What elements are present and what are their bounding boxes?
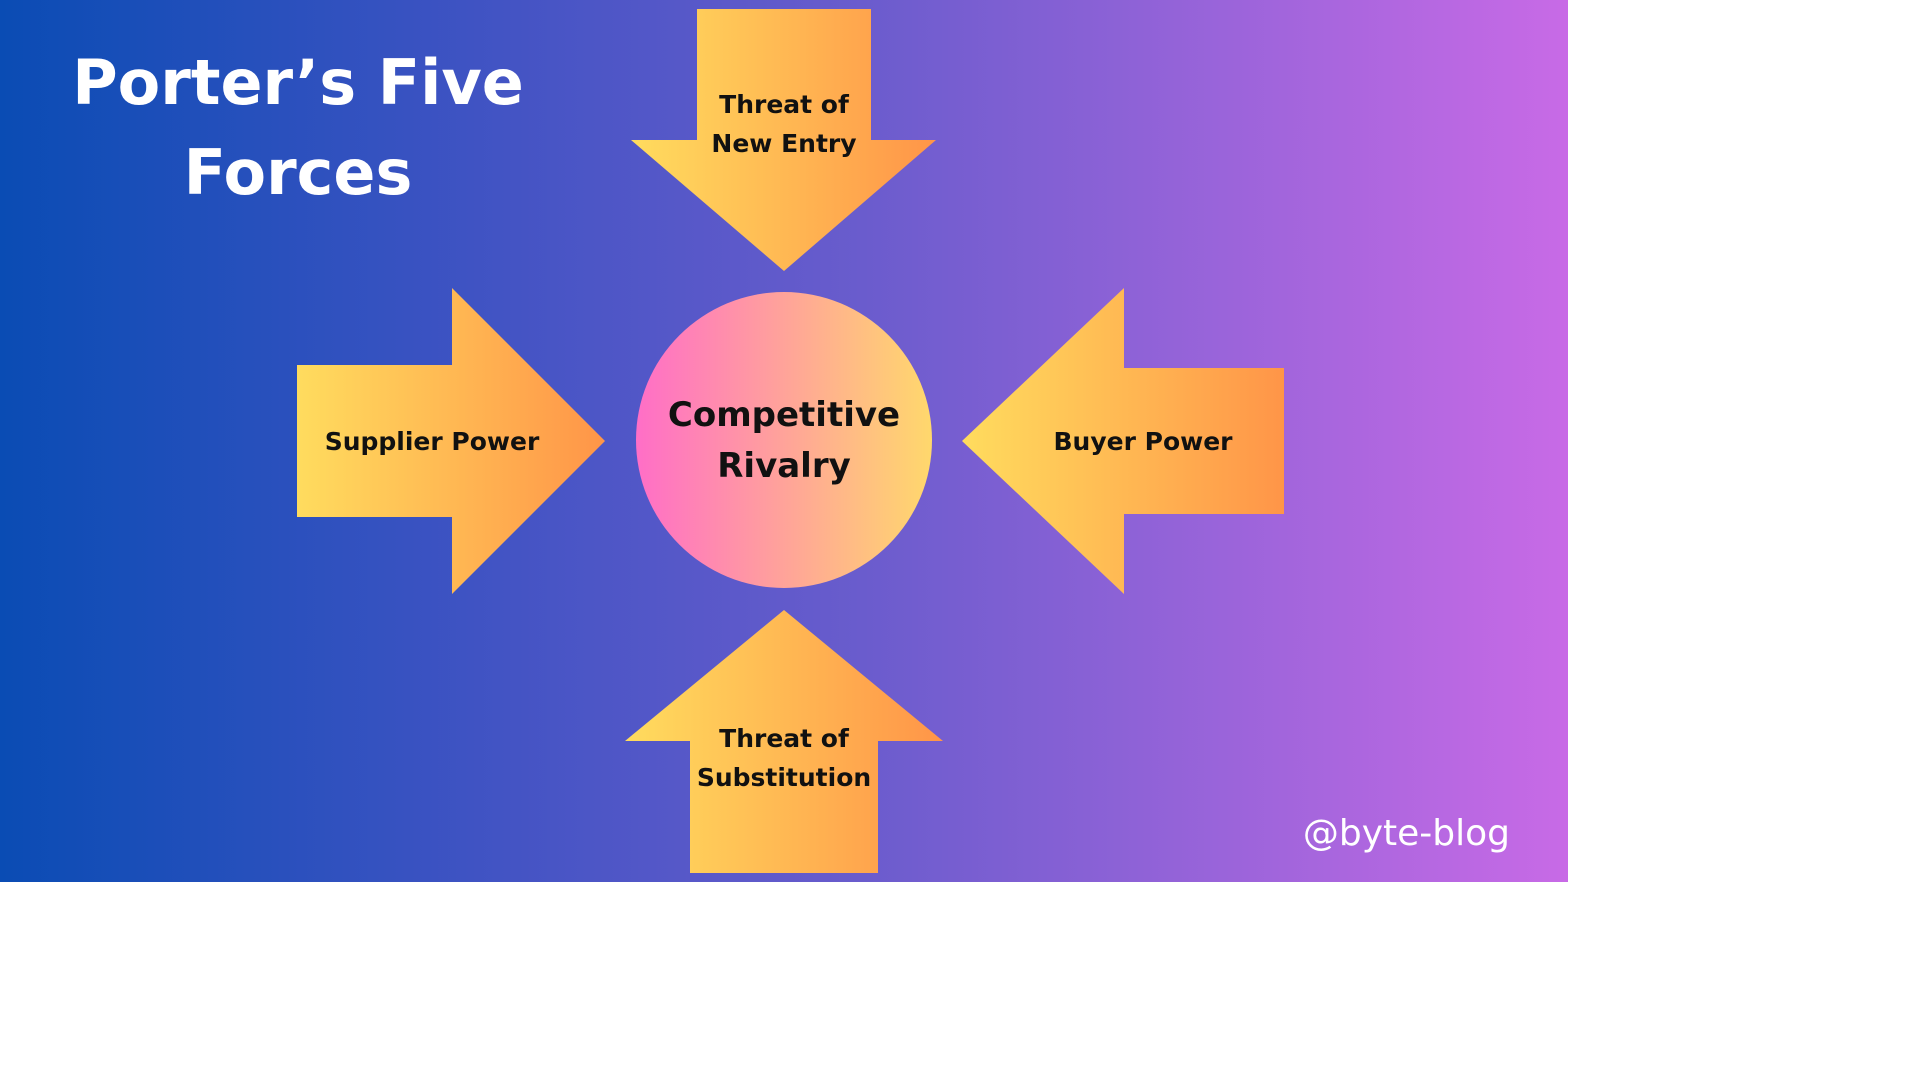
label-threat-new-entry-line-2: New Entry: [711, 129, 857, 158]
label-supplier-power-text: Supplier Power: [324, 427, 540, 456]
competitive-rivalry-circle: [636, 292, 932, 588]
arrow-buyer-power: [962, 288, 1284, 594]
diagram-title: Porter’s Five Forces: [60, 38, 536, 218]
label-buyer-power: Buyer Power: [1028, 422, 1258, 461]
diagram-canvas: Porter’s Five Forces Threat of New Entry: [0, 0, 1568, 882]
arrow-supplier-power: [297, 288, 605, 594]
author-handle: @byte-blog: [1302, 813, 1510, 854]
title-line-2: Forces: [183, 136, 413, 209]
diagram-shapes: [297, 9, 1284, 873]
label-threat-substitution-line-2: Substitution: [696, 763, 872, 792]
label-competitive-rivalry-line-1: Competitive: [667, 395, 901, 435]
label-competitive-rivalry: Competitive Rivalry: [636, 390, 932, 492]
label-competitive-rivalry-line-2: Rivalry: [717, 446, 851, 486]
title-line-1: Porter’s Five: [72, 46, 524, 119]
label-threat-new-entry-line-1: Threat of: [719, 90, 849, 119]
arrow-threat-new-entry: [631, 9, 936, 271]
label-supplier-power: Supplier Power: [307, 422, 557, 461]
label-threat-substitution-line-1: Threat of: [719, 724, 849, 753]
label-threat-substitution: Threat of Substitution: [674, 719, 894, 797]
label-buyer-power-text: Buyer Power: [1053, 427, 1233, 456]
arrow-threat-substitution: [625, 610, 943, 873]
label-threat-new-entry: Threat of New Entry: [684, 85, 884, 163]
